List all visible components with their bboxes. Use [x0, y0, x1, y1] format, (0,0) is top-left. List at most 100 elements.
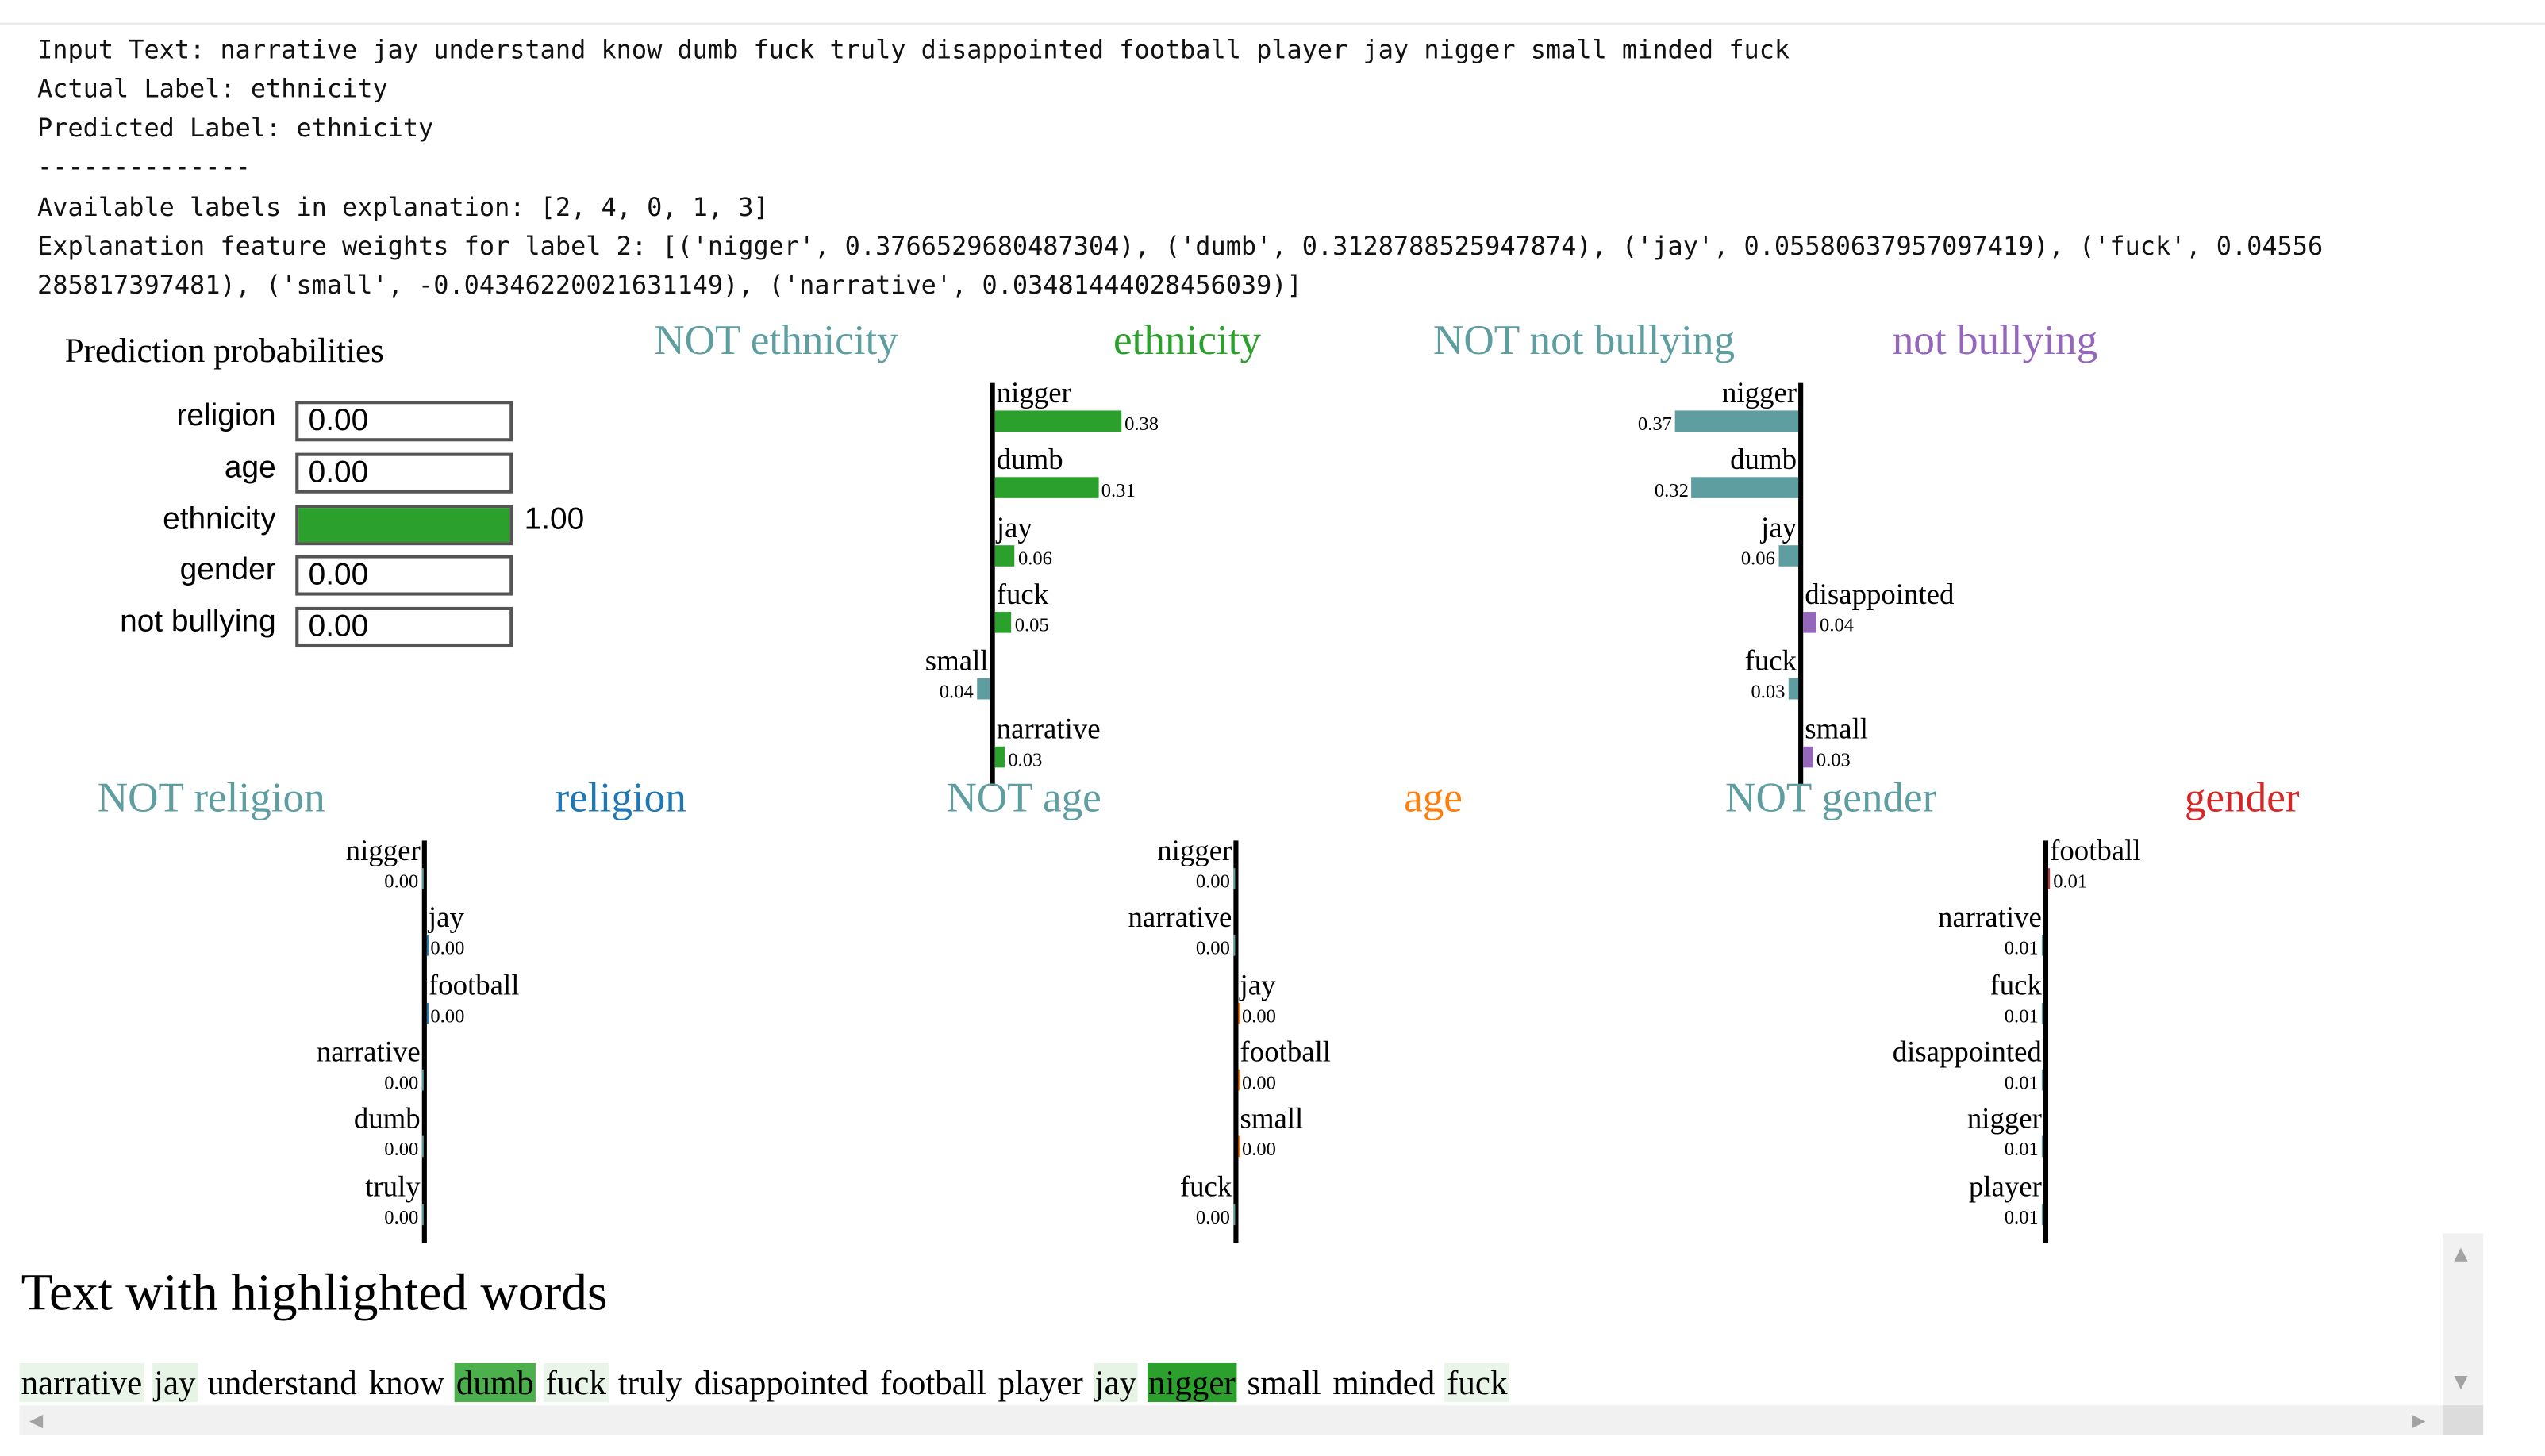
feature-word: nigger: [1157, 834, 1232, 867]
console-separator: --------------: [37, 152, 251, 182]
feature-word: nigger: [996, 376, 1071, 409]
feature-word: jay: [1240, 968, 1276, 1001]
feature-word: disappointed: [1892, 1035, 2042, 1068]
highlighted-word: know: [368, 1362, 445, 1403]
highlighted-text: narrative jay understand know dumb fuck …: [19, 1362, 1509, 1405]
vertical-scrollbar[interactable]: ▲ ▼: [2443, 1233, 2484, 1433]
scroll-right-icon[interactable]: ▶: [2412, 1410, 2426, 1431]
chart-negative-title: NOT not bullying: [1432, 316, 1736, 364]
console-input-text: Input Text: narrative jay understand kno…: [37, 35, 1790, 65]
feature-value: 0.32: [1654, 478, 1689, 502]
feature-value: 0.01: [2004, 1070, 2039, 1094]
chart-axis: [990, 382, 995, 786]
feature-bar: [2048, 868, 2051, 889]
feature-bar: [2041, 1002, 2043, 1024]
scroll-down-icon[interactable]: ▼: [2454, 1371, 2468, 1393]
feature-word: truly: [365, 1169, 421, 1202]
feature-bar: [994, 611, 1012, 633]
probability-bar: 0.00: [295, 555, 513, 596]
feature-value: 0.01: [2004, 1004, 2039, 1027]
probability-value: 1.00: [524, 503, 585, 537]
feature-word: dumb: [1730, 443, 1797, 476]
feature-bar: [2041, 1136, 2043, 1158]
feature-word: dumb: [996, 443, 1063, 476]
highlighted-word: jay: [1093, 1362, 1139, 1403]
feature-bar: [1803, 745, 1813, 767]
scroll-left-icon[interactable]: ◀: [29, 1410, 44, 1431]
feature-value: 0.01: [2053, 870, 2088, 893]
scrollbar-corner: [2443, 1405, 2484, 1435]
feature-word: fuck: [996, 577, 1049, 610]
horizontal-scrollbar[interactable]: ◀ ▶: [19, 1405, 2443, 1435]
highlighted-word: small: [1247, 1362, 1321, 1403]
chart-negative-title: NOT gender: [1725, 774, 1937, 821]
feature-word: jay: [1761, 510, 1797, 544]
feature-bar: [976, 678, 990, 700]
feature-bar: [1803, 611, 1816, 633]
feature-value: 0.37: [1637, 412, 1672, 436]
feature-value: 0.00: [1241, 1138, 1276, 1161]
probability-value: 0.00: [308, 404, 369, 439]
chart-positive-title: not bullying: [1892, 316, 2098, 364]
feature-word: fuck: [1989, 968, 2042, 1001]
highlighted-text-title: Text with highlighted words: [21, 1262, 608, 1321]
probability-bar: 0.00: [295, 606, 513, 648]
feature-value: 0.00: [384, 1070, 419, 1094]
probability-value: 0.00: [308, 455, 369, 490]
feature-word: jay: [996, 510, 1032, 544]
feature-bar: [994, 410, 1122, 432]
feature-bar: [994, 544, 1015, 566]
feature-value: 0.00: [384, 870, 419, 893]
feature-value: 0.31: [1101, 478, 1136, 502]
feature-word: player: [1968, 1169, 2042, 1202]
probability-bar: 0.00: [295, 452, 513, 494]
probability-value: 0.00: [308, 558, 369, 593]
scroll-up-icon[interactable]: ▲: [2454, 1243, 2468, 1265]
console-feature-weights-cont: 285817397481), ('small', -0.043462200216…: [37, 271, 1302, 301]
feature-word: nigger: [1966, 1102, 2042, 1135]
probability-label: age: [224, 451, 276, 486]
feature-value: 0.38: [1124, 412, 1159, 436]
chart-positive-title: age: [1404, 774, 1463, 821]
chart-positive-title: religion: [555, 774, 686, 821]
feature-bar: [1674, 410, 1799, 432]
feature-bar: [994, 477, 1098, 499]
chart-axis: [1233, 840, 1239, 1243]
feature-value: 0.01: [2004, 1204, 2039, 1228]
highlighted-word: jay: [152, 1362, 198, 1403]
probability-label: gender: [179, 553, 276, 588]
feature-word: small: [925, 644, 989, 678]
highlighted-word: minded: [1332, 1362, 1436, 1403]
probability-bar: 0.00: [295, 401, 513, 442]
highlighted-word: nigger: [1146, 1362, 1237, 1403]
output-divider: [0, 22, 2545, 25]
feature-value: 0.01: [2004, 936, 2039, 960]
feature-word: small: [1805, 711, 1869, 744]
highlighted-word: understand: [207, 1362, 357, 1403]
highlighted-word: fuck: [1445, 1362, 1509, 1403]
console-feature-weights: Explanation feature weights for label 2:…: [37, 232, 2324, 262]
feature-word: disappointed: [1805, 577, 1955, 610]
feature-word: narrative: [316, 1035, 421, 1068]
feature-word: fuck: [1744, 644, 1797, 678]
feature-value: 0.00: [1195, 870, 1230, 893]
feature-word: narrative: [1128, 901, 1232, 934]
highlighted-word: fuck: [544, 1362, 608, 1403]
feature-word: nigger: [1721, 376, 1797, 409]
chart-negative-title: NOT religion: [97, 774, 325, 821]
feature-word: narrative: [996, 711, 1101, 744]
feature-bar: [2041, 1069, 2043, 1091]
feature-bar: [2041, 935, 2043, 957]
chart-positive-title: ethnicity: [1113, 316, 1262, 364]
feature-bar: [994, 745, 1005, 767]
feature-word: football: [2050, 834, 2141, 867]
console-predicted-label: Predicted Label: ethnicity: [37, 113, 434, 143]
feature-word: narrative: [1938, 901, 2042, 934]
chart-negative-title: NOT ethnicity: [654, 316, 898, 364]
chart-positive-title: gender: [2184, 774, 2300, 821]
probability-bar-fill: [298, 508, 510, 543]
feature-value: 0.00: [1241, 1070, 1276, 1094]
feature-value: 0.00: [1195, 1204, 1230, 1228]
feature-bar: [1788, 678, 1799, 700]
